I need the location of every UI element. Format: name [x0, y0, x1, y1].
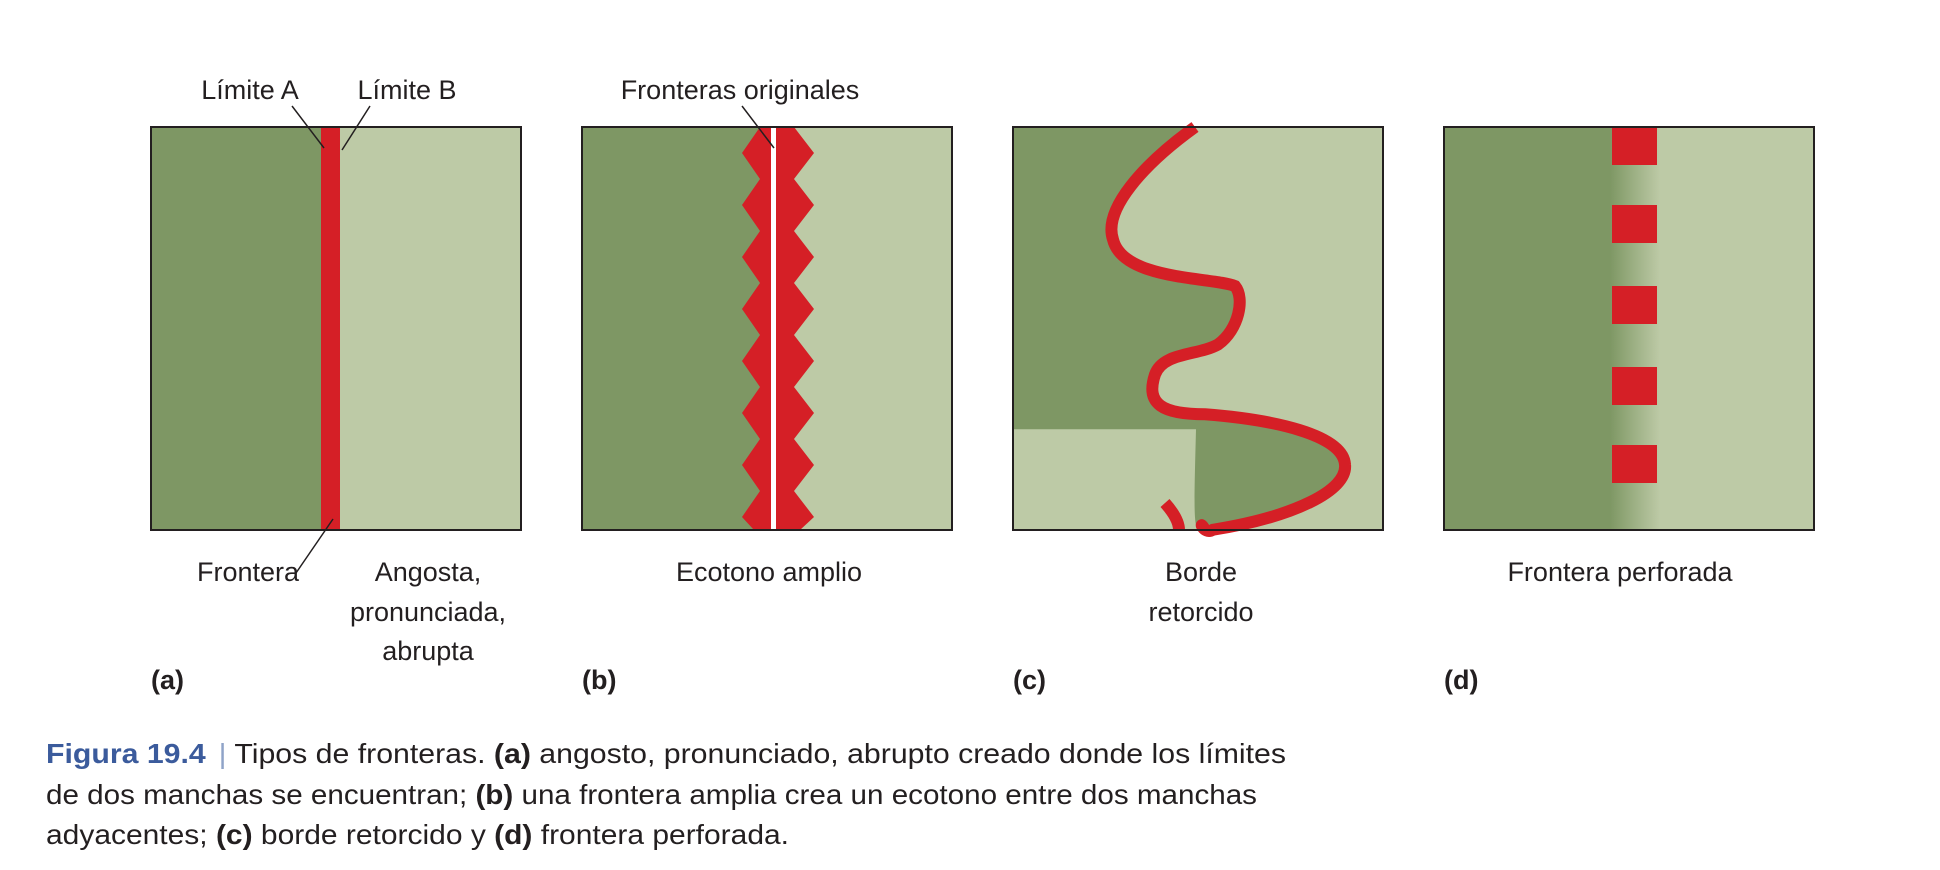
narrow-boundary	[321, 127, 340, 530]
caption-tag-a: (a)	[494, 738, 531, 769]
label-limit-b: Límite B	[357, 75, 456, 105]
caption-text: Tipos de fronteras.	[227, 738, 494, 769]
label-limit-a: Límite A	[201, 75, 299, 105]
caption-text: adyacentes;	[46, 819, 216, 850]
caption-line-1: Figura 19.4 | Tipos de fronteras. (a) ang…	[46, 738, 1286, 769]
convoluted-boundary	[1111, 127, 1345, 531]
label-c-desc-1: Borde	[1165, 557, 1237, 587]
panel-a	[150, 126, 522, 531]
caption-line-2: de dos manchas se encuentran; (b) una fr…	[46, 779, 1257, 810]
panel-frame	[150, 126, 522, 531]
dark-patch	[1013, 127, 1346, 532]
figure-number: Figura 19.4	[46, 738, 206, 769]
figure-caption: Figura 19.4 | Tipos de fronteras. (a) ang…	[46, 738, 1286, 850]
label-a-desc-1: Angosta,	[375, 557, 482, 587]
boundary-dash	[1612, 205, 1657, 243]
leader-frontier	[295, 518, 334, 574]
dark-patch	[582, 127, 774, 530]
leader-limit-b	[341, 105, 371, 151]
label-c-desc-2: retorcido	[1148, 597, 1253, 627]
label-original-boundaries: Fronteras originales	[621, 75, 860, 105]
caption-tag-c: (c)	[216, 819, 253, 850]
panel-b	[581, 126, 953, 531]
boundary-dash	[1612, 127, 1657, 165]
label-a-desc-2: pronunciada,	[350, 597, 506, 627]
label-a-desc-3: abrupta	[382, 636, 475, 666]
caption-text: una frontera amplia crea un ecotono entr…	[513, 779, 1257, 810]
tag-b: (b)	[582, 665, 616, 695]
boundary-dash	[1612, 367, 1657, 405]
dark-patch	[1444, 127, 1612, 530]
tag-a: (a)	[151, 665, 184, 695]
tag-c: (c)	[1013, 665, 1046, 695]
perforated-boundary	[1612, 127, 1657, 483]
label-ecotone: Ecotono amplio	[676, 557, 862, 587]
label-perforated: Frontera perforada	[1507, 557, 1733, 587]
caption-text: de dos manchas se encuentran;	[46, 779, 475, 810]
panel-d	[1443, 126, 1815, 531]
panel-frame	[1443, 126, 1815, 531]
leader-original-boundaries	[741, 105, 775, 149]
caption-tag-d: (d)	[494, 819, 532, 850]
caption-text: angosto, pronunciado, abrupto creado don…	[531, 738, 1286, 769]
ecotone-band	[742, 127, 814, 530]
boundary-dash	[1612, 286, 1657, 324]
caption-separator: |	[219, 738, 227, 769]
panel-frame	[581, 126, 953, 531]
label-frontier: Frontera	[197, 557, 300, 587]
caption-text: frontera perforada.	[532, 819, 789, 850]
caption-text: borde retorcido y	[253, 819, 495, 850]
caption-line-3: adyacentes; (c) borde retorcido y (d) fr…	[46, 819, 789, 850]
original-boundaries-line	[771, 127, 776, 530]
panel-c	[1012, 126, 1384, 532]
panel-frame	[1012, 126, 1384, 531]
convoluted-boundary-end	[1160, 499, 1185, 531]
dark-patch	[151, 127, 323, 530]
boundary-dash	[1612, 445, 1657, 483]
tag-d: (d)	[1444, 665, 1478, 695]
leader-limit-a	[291, 105, 325, 149]
caption-tag-b: (b)	[475, 779, 513, 810]
